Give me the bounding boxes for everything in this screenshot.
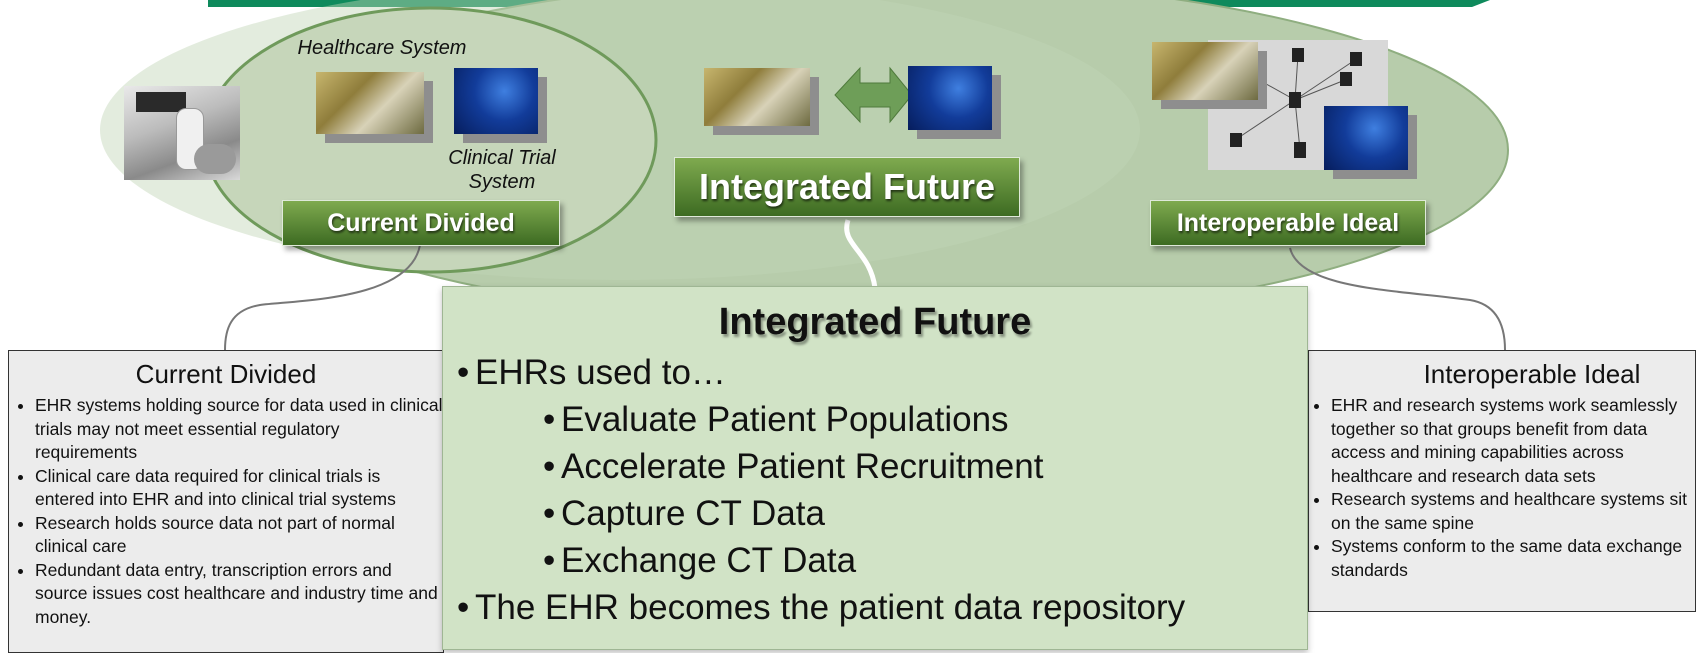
sub-bullet: •Evaluate Patient Populations	[543, 400, 1009, 440]
clinical-trial-label-line1: Clinical Trial	[448, 147, 556, 169]
patient-figure	[194, 144, 236, 174]
clinical-trial-label: Clinical Trial System	[432, 146, 572, 194]
center-connector	[844, 219, 878, 289]
list-item: Redundant data entry, transcription erro…	[35, 559, 443, 630]
list-item: Clinical care data required for clinical…	[35, 465, 443, 512]
left-connector	[224, 244, 421, 351]
list-item: Systems conform to the same data exchang…	[1331, 535, 1687, 582]
doctor-patient-photo	[124, 86, 240, 180]
interoperable-ideal-box-title: Interoperable Ideal	[1423, 359, 1641, 389]
integrated-future-box: Integrated Future •EHRs used to… •Evalua…	[442, 286, 1308, 650]
bullet-icon: •	[543, 541, 556, 580]
current-divided-list: EHR systems holding source for data used…	[9, 394, 443, 629]
clinical-trial-label-line2: System	[468, 171, 536, 193]
interoperable-ideal-box: Interoperable Ideal EHR and research sys…	[1308, 350, 1696, 612]
middle-doctor-image	[704, 68, 810, 126]
list-item: Research systems and healthcare systems …	[1331, 488, 1687, 535]
middle-screen-image	[908, 66, 992, 130]
healthcare-system-label: Healthcare System	[297, 37, 467, 59]
integrated-future-box-title: Integrated Future	[718, 301, 1032, 343]
right-screen-image	[1324, 106, 1408, 170]
bullet-icon: •	[543, 494, 556, 533]
sub-bullet: •Accelerate Patient Recruitment	[543, 447, 1043, 487]
sub-bullet-text: Capture CT Data	[561, 494, 825, 533]
current-divided-badge: Current Divided	[282, 200, 560, 246]
ehr-repository-line: •The EHR becomes the patient data reposi…	[457, 588, 1185, 628]
bullet-icon: •	[543, 447, 556, 486]
current-divided-box-title: Current Divided	[135, 359, 317, 389]
interoperable-ideal-badge: Interoperable Ideal	[1150, 200, 1426, 246]
ehr-lead-text: EHRs used to…	[475, 353, 726, 392]
sub-bullet-text: Evaluate Patient Populations	[561, 400, 1009, 439]
bullet-icon: •	[543, 400, 556, 439]
bullet-icon: •	[457, 353, 470, 392]
sub-bullet: •Capture CT Data	[543, 494, 825, 534]
list-item: Research holds source data not part of n…	[35, 512, 443, 559]
right-doctor-image	[1152, 42, 1258, 100]
sub-bullet-text: Exchange CT Data	[561, 541, 857, 580]
list-item: EHR and research systems work seamlessly…	[1331, 394, 1687, 488]
sub-bullet-text: Accelerate Patient Recruitment	[561, 447, 1044, 486]
xray-panel	[136, 92, 186, 112]
interoperable-ideal-list: EHR and research systems work seamlessly…	[1309, 394, 1695, 582]
current-divided-box: Current Divided EHR systems holding sour…	[8, 350, 444, 653]
list-item: EHR systems holding source for data used…	[35, 394, 443, 465]
network-nodes	[1230, 48, 1362, 158]
integrated-future-badge: Integrated Future	[674, 157, 1020, 217]
clinical-trial-image	[454, 68, 538, 134]
sub-bullet: •Exchange CT Data	[543, 541, 856, 581]
ehr-lead-line: •EHRs used to…	[457, 353, 726, 393]
healthcare-system-image	[316, 72, 424, 134]
right-connector	[1289, 247, 1506, 351]
bullet-icon: •	[457, 588, 470, 627]
ehr-repository-text: The EHR becomes the patient data reposit…	[475, 588, 1186, 627]
